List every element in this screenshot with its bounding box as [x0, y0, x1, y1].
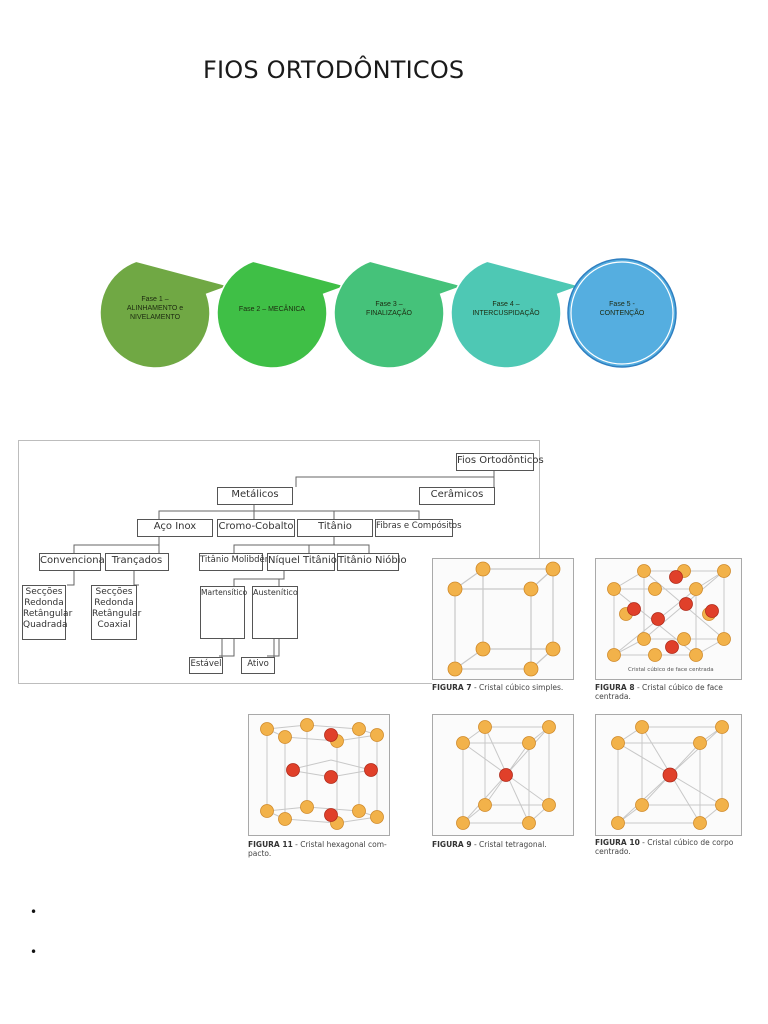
- tree-connectors: [67, 471, 495, 672]
- tree-node-convencional: Convencional: [39, 553, 108, 571]
- phase-5-line1: Fase 5 -: [609, 301, 635, 308]
- figure-9-crystal: [456, 720, 556, 830]
- phase-1: Fase 1 – ALINHAMENTO e NIVELAMENTO: [99, 260, 232, 369]
- tree-node-ceramicos: Cerâmicos: [419, 487, 495, 505]
- figure-11-caption: FIGURA 11 - Cristal hexagonal com-pacto.: [248, 840, 393, 858]
- phase-2: Fase 2 – MECÂNICA: [216, 260, 349, 369]
- phase-2-line1: Fase 2 – MECÂNICA: [239, 304, 305, 313]
- figure-9-text: - Cristal tetragonal.: [471, 840, 547, 849]
- phase-5-ring: [570, 261, 674, 365]
- phase-3-line1: Fase 3 –: [375, 301, 402, 308]
- tree-node-fibras: Fibras e Compósitos: [375, 519, 462, 537]
- tree-node-titanio-molibdenio: Titânio Molibdênio: [199, 553, 278, 571]
- phase-3: Fase 3 – FINALIZAÇÃO: [333, 260, 466, 369]
- phase-4-shape: [450, 260, 583, 369]
- figure-10-panel: [595, 714, 742, 836]
- tree-node-titanio: Titânio: [297, 519, 373, 537]
- figure-10-crystal: [611, 720, 729, 830]
- tree-node-martensitico: Martensítico: [200, 586, 247, 639]
- figure-7-crystal: [447, 561, 561, 677]
- tranc-section-0: Secções: [95, 587, 133, 597]
- figure-7: FIGURA 7 - Cristal cúbico simples.: [432, 558, 574, 694]
- figure-8-text2: centrada.: [595, 692, 631, 701]
- figure-7-caption: FIGURA 7 - Cristal cúbico simples.: [432, 683, 574, 692]
- phase-1-line2: ALINHAMENTO e: [127, 305, 183, 312]
- figure-11-label: FIGURA 11: [248, 840, 293, 849]
- conv-section-2: Retângular: [23, 609, 73, 619]
- figure-7-label: FIGURA 7: [432, 683, 472, 692]
- figure-8-text: - Cristal cúbico de face: [634, 683, 723, 692]
- tranc-section-1: Redonda: [94, 598, 134, 608]
- tree-node-estavel: Estável: [189, 657, 223, 674]
- phase-3-shape: [333, 260, 466, 369]
- phase-1-line1: Fase 1 –: [141, 296, 168, 303]
- page-title: FIOS ORTODÔNTICOS: [203, 56, 465, 84]
- figure-7-panel: [432, 558, 574, 680]
- phase-flow-diagram: Fase 1 – ALINHAMENTO e NIVELAMENTO Fase …: [99, 258, 677, 369]
- figure-8-panel: Cristal cúbico de face centrada: [595, 558, 742, 680]
- figure-11-panel: [248, 714, 390, 836]
- tree-node-aco-inox: Aço Inox: [137, 519, 213, 537]
- phase-2-shape: [216, 260, 349, 369]
- figure-10-text2: centrado.: [595, 847, 631, 856]
- phase-3-line2: FINALIZAÇÃO: [366, 308, 412, 317]
- figure-11-text: - Cristal hexagonal com-: [292, 840, 387, 849]
- figure-7-text: - Cristal cúbico simples.: [471, 683, 564, 692]
- phase-1-line3: NIVELAMENTO: [130, 314, 181, 321]
- tranc-section-2: Retângular: [92, 609, 142, 619]
- phase-5-line2: CONTENÇÃO: [600, 308, 645, 317]
- figure-8-label: FIGURA 8: [595, 683, 635, 692]
- phase-4: Fase 4 – INTERCUSPIDAÇÃO: [450, 260, 583, 369]
- figure-11-text2: pacto.: [248, 849, 272, 858]
- tree-node-cromo-cobalto: Cromo-Cobalto: [217, 519, 295, 537]
- tree-node-titanio-niobio: Titânio Nióbio: [337, 553, 407, 571]
- conv-section-3: Quadrada: [23, 620, 68, 630]
- tranc-section-3: Coaxial: [97, 620, 131, 630]
- phase-4-line2: INTERCUSPIDAÇÃO: [472, 308, 540, 317]
- figure-11: FIGURA 11 - Cristal hexagonal com-pacto.: [248, 714, 390, 864]
- conv-section-1: Redonda: [24, 598, 64, 608]
- figure-8: Cristal cúbico de face centrada FIGURA 8…: [595, 558, 742, 703]
- figure-11-crystal: [260, 718, 384, 830]
- figure-8-inner-label: Cristal cúbico de face centrada: [628, 667, 714, 673]
- figure-9-caption: FIGURA 9 - Cristal tetragonal.: [432, 840, 574, 849]
- figure-10-label: FIGURA 10: [595, 838, 640, 847]
- phase-1-shape: [99, 260, 232, 369]
- figure-8-crystal: [607, 564, 731, 662]
- figure-10: FIGURA 10 - Cristal cúbico de corpo centr…: [595, 714, 742, 864]
- phase-5-shape: [567, 258, 677, 368]
- tree-node-root: Fios Ortodônticos: [456, 453, 544, 471]
- phase-4-line1: Fase 4 –: [492, 301, 519, 308]
- tree-node-metalicos: Metálicos: [217, 487, 293, 505]
- figure-10-caption: FIGURA 10 - Cristal cúbico de corpo centr…: [595, 838, 745, 856]
- tree-node-conv-sections: Secções Redonda Retângular Quadrada: [22, 585, 73, 640]
- figure-10-text: - Cristal cúbico de corpo: [639, 838, 734, 847]
- phase-5: Fase 5 - CONTENÇÃO: [567, 258, 677, 368]
- figure-9-label: FIGURA 9: [432, 840, 472, 849]
- figure-9-panel: [432, 714, 574, 836]
- figure-9: FIGURA 9 - Cristal tetragonal.: [432, 714, 574, 854]
- tree-node-trancados: Trançados: [105, 553, 169, 571]
- bullet-1: •: [30, 905, 38, 919]
- tree-node-austenitico: Austenítico: [252, 586, 298, 639]
- tree-node-tranc-sections: Secções Redonda Retângular Coaxial: [91, 585, 142, 640]
- bullet-2: •: [30, 945, 38, 959]
- conv-section-0: Secções: [25, 587, 63, 597]
- tree-node-niquel-titanio: Níquel Titânio: [267, 553, 337, 571]
- tree-node-ativo: Ativo: [241, 657, 275, 674]
